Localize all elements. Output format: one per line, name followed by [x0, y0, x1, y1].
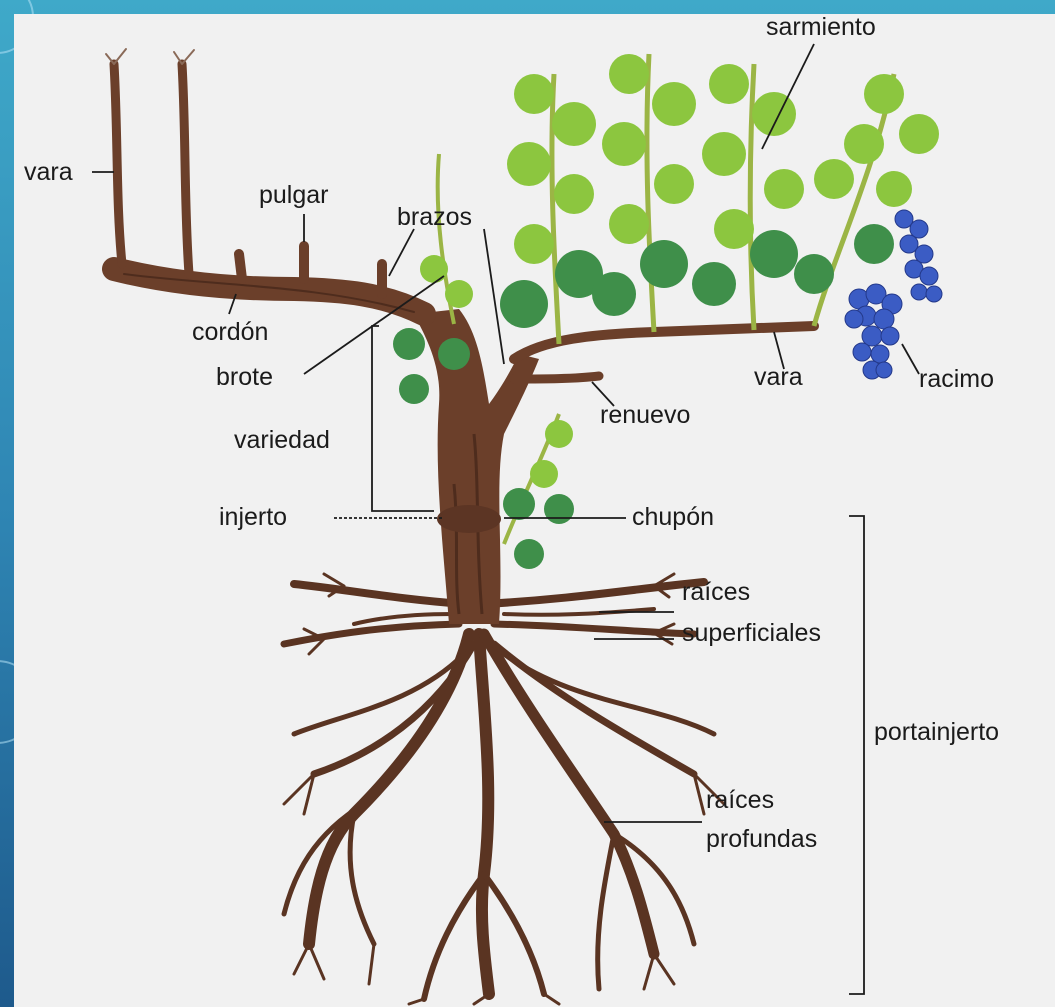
label-racimo: racimo: [919, 366, 994, 394]
label-renuevo: renuevo: [600, 402, 690, 430]
label-portainjerto: portainjerto: [874, 719, 999, 747]
label-pulgar: pulgar: [259, 182, 329, 210]
grapevine-illustration: [14, 14, 1055, 1007]
label-vara-top: vara: [24, 159, 73, 187]
label-brote: brote: [216, 364, 273, 392]
label-chupon: chupón: [632, 504, 714, 532]
label-sarmiento: sarmiento: [766, 14, 876, 42]
label-variedad: variedad: [234, 427, 330, 455]
label-vara-right: vara: [754, 364, 803, 392]
label-cordon: cordón: [192, 319, 268, 347]
label-raices-profundas-1: raíces: [706, 787, 774, 815]
label-raices-superficiales-1: raíces: [682, 579, 750, 607]
label-raices-profundas-2: profundas: [706, 826, 817, 854]
label-brazos: brazos: [397, 204, 472, 232]
grapevine-diagram: vara pulgar brazos sarmiento cordón brot…: [14, 14, 1055, 1007]
label-injerto: injerto: [219, 504, 287, 532]
label-raices-superficiales-2: superficiales: [682, 620, 821, 648]
